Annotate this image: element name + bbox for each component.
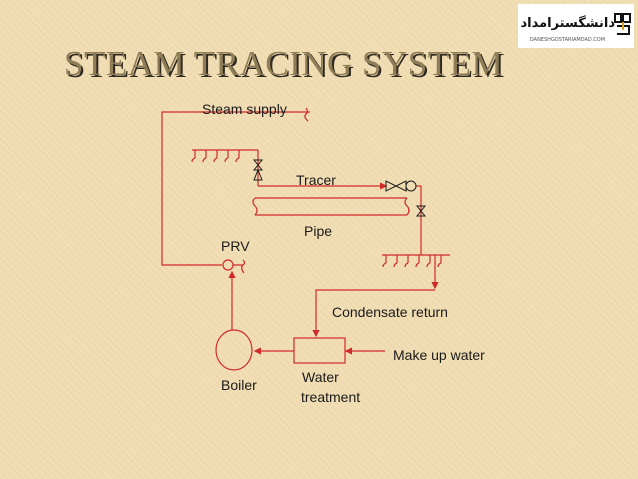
pipe-right-break (404, 197, 410, 216)
condensate-manifold-branches (382, 255, 442, 268)
pipe-label: Pipe (304, 223, 333, 239)
water-treatment-label-line1: Water (302, 369, 339, 385)
steam-valve (252, 159, 264, 181)
trap-valve (415, 205, 427, 217)
logo-text: دانشگستر‌امداد (520, 16, 615, 31)
condensate-return-label: Condensate return (332, 304, 448, 320)
logo-subtext: DANESHGOSTARIAMDAD.COM (529, 37, 606, 43)
condensate-return-line (312, 289, 435, 338)
steam-supply-line (161, 111, 310, 266)
boiler (215, 329, 253, 371)
prv-outlet (233, 259, 246, 274)
boiler-label: Boiler (221, 377, 257, 393)
dg-logo-icon (614, 13, 631, 35)
water-treatment-tank (293, 337, 346, 364)
prv-symbol (222, 259, 234, 271)
steam-supply-label: Steam supply (202, 101, 287, 117)
tracer-label: Tracer (296, 172, 336, 188)
water-treatment-label-line2: treatment (301, 389, 361, 405)
pipe-left-break (252, 197, 258, 216)
supply-manifold-branches (191, 150, 240, 163)
steam-supply-break (304, 107, 309, 122)
make-up-water-label: Make up water (393, 347, 485, 363)
company-logo: دانشگستر‌امداد DANESHGOSTARIAMDAD.COM (518, 4, 634, 48)
check-valve (385, 180, 417, 192)
prv-label: PRV (221, 238, 250, 254)
slide-title: STEAM TRACING SYSTEM (64, 44, 504, 83)
